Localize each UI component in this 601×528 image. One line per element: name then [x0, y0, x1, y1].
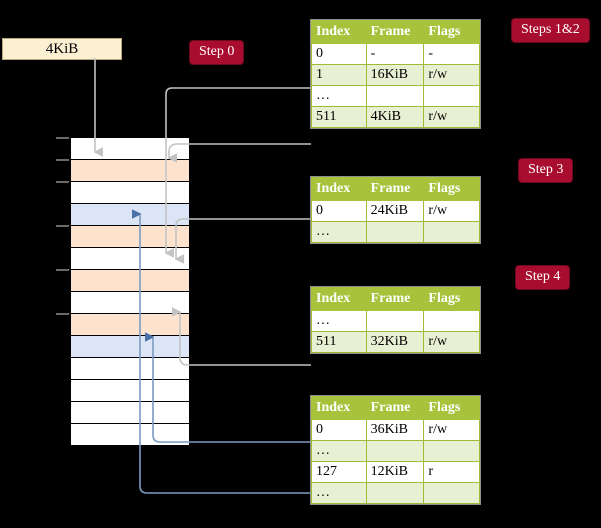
badge-step-3: Step 3	[519, 159, 573, 182]
cell-index: …	[311, 482, 367, 504]
page-table-4: Index Frame Flags 0 36KiB r/w … 127 12Ki…	[311, 396, 480, 504]
table-row: 0 36KiB r/w	[311, 419, 480, 441]
table-row: 0 24KiB r/w	[311, 200, 480, 222]
memory-frame-row	[56, 225, 190, 248]
badge-step-0: Step 0	[190, 41, 244, 64]
table-row: 511 4KiB r/w	[311, 106, 480, 128]
cell-index: …	[311, 221, 367, 243]
column-header-frame: Frame	[365, 20, 425, 44]
cell-index: 0	[311, 200, 367, 222]
cell-frame	[365, 482, 425, 504]
badge-step-4: Step 4	[516, 266, 570, 289]
cell-flags	[423, 221, 480, 243]
table-header-row: Index Frame Flags	[311, 177, 480, 201]
column-header-frame: Frame	[365, 287, 425, 311]
memory-frame-row	[70, 423, 190, 446]
cell-index: 511	[311, 106, 367, 128]
column-header-flags: Flags	[423, 177, 480, 201]
column-header-frame: Frame	[365, 177, 425, 201]
cell-frame	[365, 440, 425, 462]
cell-frame: 12KiB	[365, 461, 425, 483]
table-row: …	[311, 221, 480, 243]
column-header-frame: Frame	[365, 396, 425, 420]
cell-flags	[423, 440, 480, 462]
table-row: …	[311, 440, 480, 462]
memory-frame-row	[70, 335, 190, 358]
column-header-flags: Flags	[423, 396, 480, 420]
cell-flags	[423, 482, 480, 504]
column-header-flags: Flags	[423, 287, 480, 311]
memory-row-tick	[56, 313, 69, 315]
cell-index: …	[311, 440, 367, 462]
cell-frame: 36KiB	[365, 419, 425, 441]
table-header-row: Index Frame Flags	[311, 20, 480, 44]
cell-index: 0	[311, 43, 367, 65]
table-row: …	[311, 310, 480, 332]
cell-index: …	[311, 310, 367, 332]
memory-frame-row	[70, 247, 190, 270]
cell-flags: r	[423, 461, 480, 483]
source-frame-label: 4KiB	[45, 40, 79, 57]
memory-frame-row	[56, 181, 190, 204]
table-header-row: Index Frame Flags	[311, 396, 480, 420]
cell-flags	[423, 85, 480, 107]
table-row: …	[311, 482, 480, 504]
memory-row-tick	[56, 137, 69, 139]
cell-flags: -	[423, 43, 480, 65]
badge-steps-1-and-2: Steps 1&2	[512, 19, 589, 42]
memory-frame-row	[70, 357, 190, 380]
cell-flags: r/w	[423, 64, 480, 86]
memory-row-tick	[56, 159, 69, 161]
column-header-index: Index	[311, 396, 367, 420]
cell-flags: r/w	[423, 106, 480, 128]
cell-frame: 4KiB	[365, 106, 425, 128]
cell-frame: 32KiB	[365, 331, 425, 353]
cell-index: …	[311, 85, 367, 107]
page-table-3: Index Frame Flags … 511 32KiB r/w	[311, 287, 480, 353]
memory-frame-column	[56, 137, 190, 446]
memory-frame-row	[56, 159, 190, 182]
memory-row-tick	[56, 269, 69, 271]
column-header-index: Index	[311, 20, 367, 44]
memory-frame-row	[56, 137, 190, 160]
memory-row-tick	[56, 225, 69, 227]
cell-flags: r/w	[423, 331, 480, 353]
memory-frame-row	[70, 401, 190, 424]
column-header-index: Index	[311, 177, 367, 201]
page-table-2: Index Frame Flags 0 24KiB r/w …	[311, 177, 480, 243]
memory-row-tick	[56, 181, 69, 183]
table-row: 0 - -	[311, 43, 480, 65]
memory-frame-row	[70, 379, 190, 402]
table-row: 511 32KiB r/w	[311, 331, 480, 353]
cell-frame	[365, 221, 425, 243]
table-row: …	[311, 85, 480, 107]
cell-flags: r/w	[423, 200, 480, 222]
cell-flags: r/w	[423, 419, 480, 441]
cell-frame	[365, 310, 425, 332]
cell-flags	[423, 310, 480, 332]
memory-frame-row	[70, 203, 190, 226]
cell-frame: 24KiB	[365, 200, 425, 222]
column-header-flags: Flags	[423, 20, 480, 44]
column-header-index: Index	[311, 287, 367, 311]
memory-frame-row	[70, 291, 190, 314]
cell-frame: 16KiB	[365, 64, 425, 86]
cell-index: 127	[311, 461, 367, 483]
table-row: 1 16KiB r/w	[311, 64, 480, 86]
memory-frame-row	[56, 313, 190, 336]
table-row: 127 12KiB r	[311, 461, 480, 483]
cell-index: 511	[311, 331, 367, 353]
cell-frame: -	[365, 43, 425, 65]
source-frame-box: 4KiB	[2, 38, 122, 60]
cell-index: 0	[311, 419, 367, 441]
table-header-row: Index Frame Flags	[311, 287, 480, 311]
cell-index: 1	[311, 64, 367, 86]
memory-frame-row	[56, 269, 190, 292]
cell-frame	[365, 85, 425, 107]
page-table-1: Index Frame Flags 0 - - 1 16KiB r/w …	[311, 20, 480, 128]
